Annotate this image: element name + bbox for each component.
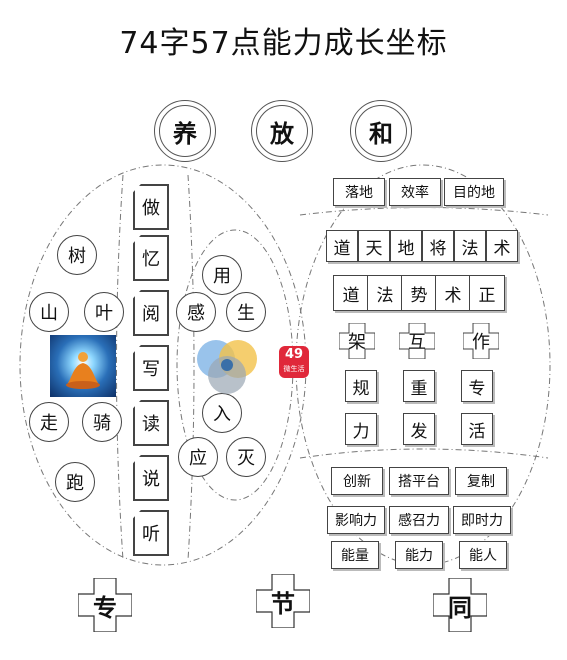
square-zheng: 正: [469, 275, 505, 311]
bottom-cross-zhuan: 专: [78, 578, 132, 632]
square-jiang: 将: [422, 230, 454, 262]
center-tab-du: 读: [133, 400, 169, 446]
square-zhong: 重: [403, 370, 435, 402]
center-tab-xie: 写: [133, 345, 169, 391]
tag-dapingtai: 搭平台: [389, 467, 449, 495]
mid-circle-ru: 入: [202, 393, 242, 433]
square-fa-3: 发: [403, 413, 435, 445]
square-fa-2: 法: [367, 275, 403, 311]
tag-jishili: 即时力: [453, 506, 511, 534]
square-fa-1: 法: [454, 230, 486, 262]
top-circle-fang: 放: [251, 100, 313, 162]
center-tab-yue: 阅: [133, 290, 169, 336]
venn-diagram-icon: [197, 340, 257, 394]
cross-label: 互: [408, 332, 426, 353]
cross-label: 作: [472, 332, 490, 353]
tag-xiaolv: 效率: [389, 178, 441, 206]
tag-mudidi: 目的地: [444, 178, 504, 206]
left-circle-pao: 跑: [55, 462, 95, 502]
tag-fuzhi: 复制: [455, 467, 507, 495]
mid-circle-sheng: 生: [226, 292, 266, 332]
bottom-cross-label: 专: [93, 592, 117, 622]
cross-label: 架: [348, 332, 366, 353]
cross-jia: 架: [339, 323, 375, 359]
square-shu-2: 术: [435, 275, 471, 311]
bottom-cross-tong: 同: [433, 578, 487, 632]
mid-circle-mie: 灭: [226, 437, 266, 477]
top-circle-label: 和: [355, 105, 407, 157]
left-circle-shan: 山: [29, 292, 69, 332]
square-dao-2: 道: [333, 275, 369, 311]
tag-nengren: 能人: [459, 541, 507, 569]
left-circle-shu: 树: [57, 235, 97, 275]
logo-number: 49: [284, 347, 304, 362]
tag-yingxiangli: 影响力: [327, 506, 385, 534]
bottom-cross-label: 同: [448, 592, 472, 622]
center-tab-ting: 听: [133, 510, 169, 556]
tag-nengli: 能力: [395, 541, 443, 569]
tag-ganzhaoli: 感召力: [389, 506, 449, 534]
square-zhuan: 专: [461, 370, 493, 402]
center-tab-shuo: 说: [133, 455, 169, 501]
bottom-cross-label: 节: [271, 588, 295, 618]
mid-circle-gan: 感: [176, 292, 216, 332]
left-circle-zou: 走: [29, 402, 69, 442]
page-title: 74字57点能力成长坐标: [119, 26, 448, 61]
top-circle-label: 放: [256, 105, 308, 157]
square-li: 力: [345, 413, 377, 445]
square-huo: 活: [461, 413, 493, 445]
logo-badge: 49 微生活: [279, 346, 309, 378]
left-circle-qi: 骑: [82, 402, 122, 442]
mid-circle-yong: 用: [202, 255, 242, 295]
cross-zuo: 作: [463, 323, 499, 359]
square-shi: 势: [401, 275, 437, 311]
cross-hu: 互: [399, 323, 435, 359]
meditation-figure-icon: [66, 352, 100, 389]
top-circle-he: 和: [350, 100, 412, 162]
left-circle-ye: 叶: [84, 292, 124, 332]
top-circle-yang: 养: [154, 100, 216, 162]
tag-luodi: 落地: [333, 178, 385, 206]
mid-circle-ying: 应: [178, 437, 218, 477]
logo-text: 微生活: [283, 365, 305, 373]
square-gui: 规: [345, 370, 377, 402]
tag-nengliang: 能量: [331, 541, 379, 569]
bottom-cross-jie: 节: [256, 574, 310, 628]
top-circle-label: 养: [159, 105, 211, 157]
center-tab-yi: 忆: [133, 235, 169, 281]
square-di: 地: [390, 230, 422, 262]
meditation-image: [50, 335, 116, 397]
center-tab-zuo: 做: [133, 184, 169, 230]
square-shu: 术: [486, 230, 518, 262]
tag-chuangxin: 创新: [331, 467, 383, 495]
square-tian: 天: [358, 230, 390, 262]
square-dao-1: 道: [326, 230, 358, 262]
